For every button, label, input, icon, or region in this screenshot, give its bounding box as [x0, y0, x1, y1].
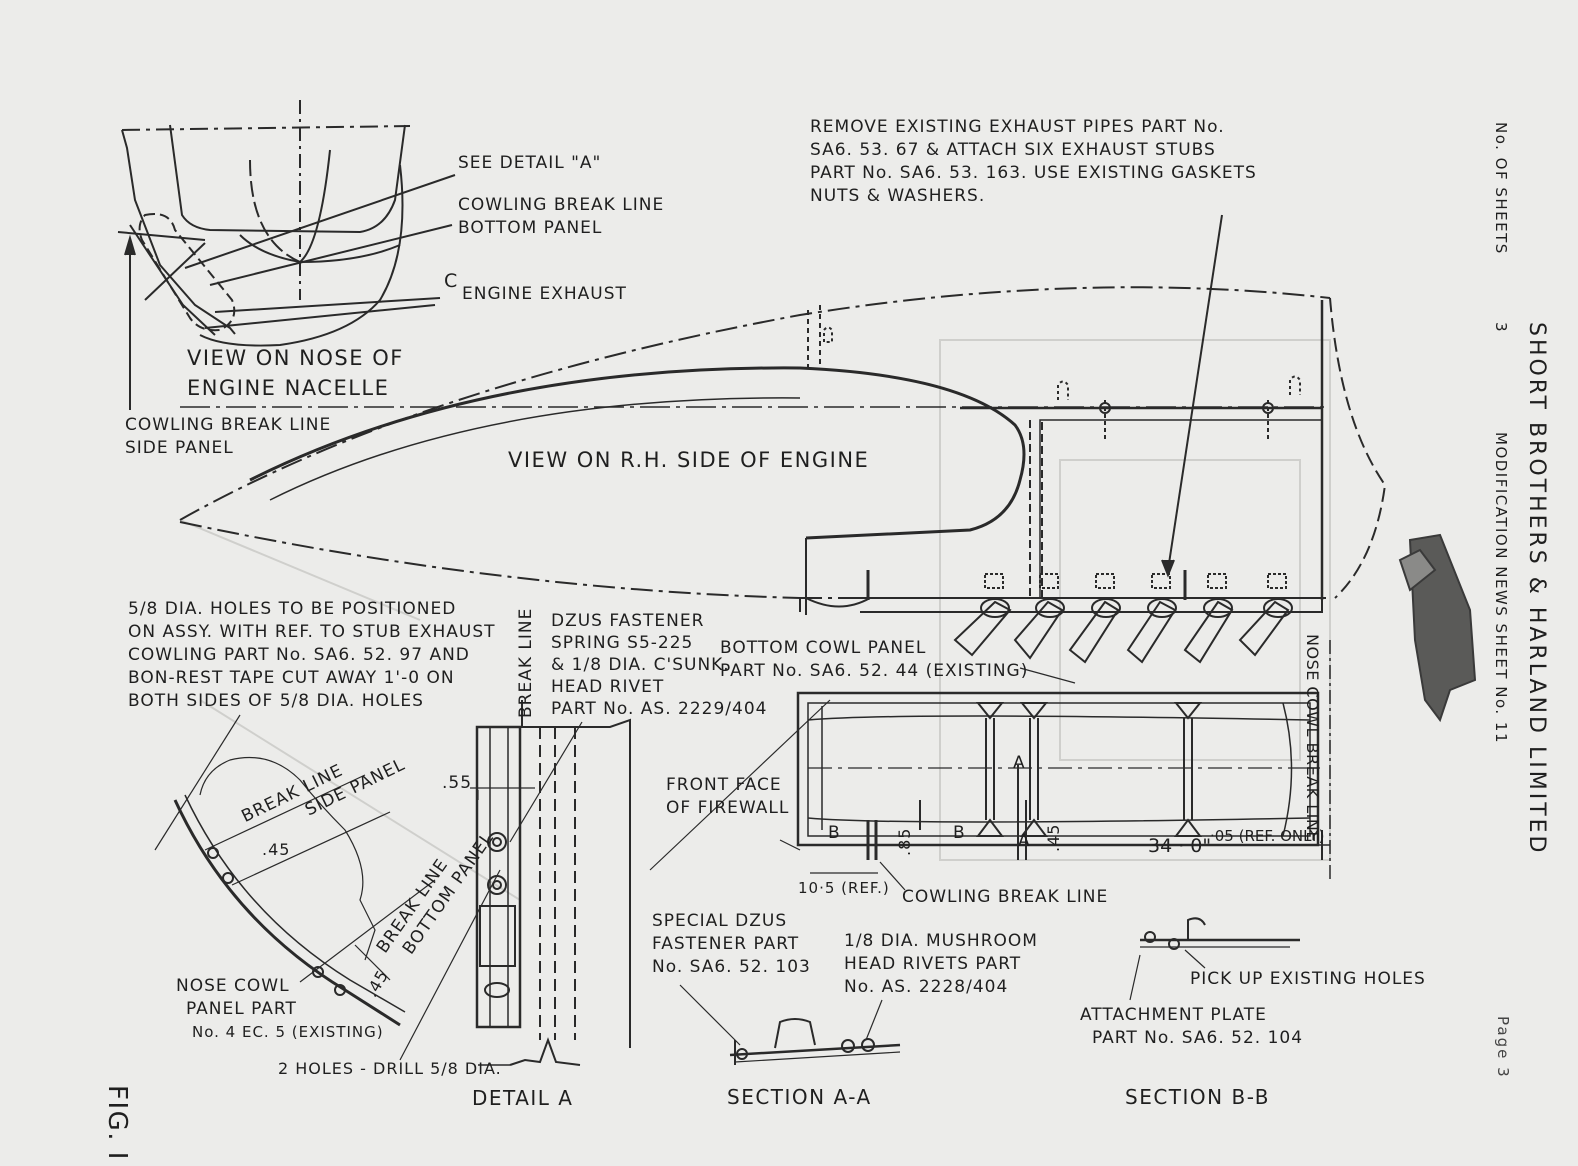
dim-45-c: .45 — [1044, 823, 1063, 852]
section-b-right-marker: B — [953, 823, 966, 843]
figure-label: FIG. I — [102, 1085, 132, 1161]
section-aa-title: SECTION A-A — [727, 1085, 872, 1109]
two-holes-label: 2 HOLES - DRILL 5/8 DIA. — [278, 1059, 502, 1078]
dim-10-5-ref: 10·5 (REF.) — [798, 879, 890, 897]
detail-a — [470, 700, 631, 1066]
dim-05-ref: ·05 (REF. ONLY) — [1210, 827, 1325, 845]
news-sheet-number: MODIFICATION NEWS SHEET No. 11 — [1492, 432, 1510, 744]
bottom-cowl-plan — [649, 640, 1331, 891]
sheets-count-label: No. OF SHEETS — [1492, 122, 1510, 255]
view-nose-title: VIEW ON NOSE OF ENGINE NACELLE — [187, 346, 404, 400]
section-a-a — [679, 984, 901, 1065]
cowling-break-bottom-label: COWLING BREAK LINE BOTTOM PANEL — [458, 195, 665, 238]
cowling-break-line-label: COWLING BREAK LINE — [902, 887, 1109, 907]
nose-nacelle-view — [117, 100, 456, 410]
section-b-left-marker: B — [828, 823, 841, 843]
company-name: SHORT BROTHERS & HARLAND LIMITED — [1524, 322, 1549, 856]
special-dzus-label: SPECIAL DZUS FASTENER PART No. SA6. 52. … — [652, 911, 811, 977]
aircraft-sketch — [1398, 533, 1477, 723]
cowling-break-side-label: COWLING BREAK LINE SIDE PANEL — [125, 415, 332, 458]
mushroom-rivets-label: 1/8 DIA. MUSHROOM HEAD RIVETS PART No. A… — [844, 931, 1038, 997]
rh-side-view — [179, 214, 1387, 664]
sheets-count-value: 3 — [1492, 322, 1510, 333]
engine-exhaust-label: ENGINE EXHAUST — [462, 284, 627, 304]
front-face-label: FRONT FACE OF FIREWALL — [666, 775, 790, 818]
section-b-b — [1129, 917, 1300, 1001]
nose-cowl-break-label: NOSE COWL BREAK LINE — [1303, 634, 1322, 842]
nose-cowl-section — [154, 714, 501, 1061]
pick-up-holes-label: PICK UP EXISTING HOLES — [1190, 969, 1426, 989]
break-line-vertical-label: BREAK LINE — [516, 607, 536, 718]
dzus-fastener-label: DZUS FASTENER SPRING S5-225 & 1/8 DIA. C… — [551, 611, 768, 719]
bottom-cowl-label: BOTTOM COWL PANEL PART No. SA6. 52. 44 (… — [720, 638, 1029, 681]
holes-note: 5/8 DIA. HOLES TO BE POSITIONED ON ASSY.… — [128, 599, 496, 711]
bleed-through — [179, 339, 1331, 901]
page-number: Page 3 — [1494, 1016, 1512, 1079]
dim-55: .55 — [442, 773, 473, 793]
remove-exhaust-note: REMOVE EXISTING EXHAUST PIPES PART No. S… — [810, 117, 1257, 206]
attachment-plate-label: ATTACHMENT PLATE PART No. SA6. 52. 104 — [1080, 1005, 1304, 1048]
see-detail-label: SEE DETAIL "A" — [458, 153, 602, 173]
section-a-low-marker: A — [1018, 831, 1031, 851]
dim-45-a: .45 — [262, 840, 291, 859]
detail-a-title: DETAIL A — [472, 1086, 574, 1110]
dim-34-text: 34 · 0" — [1148, 835, 1211, 857]
view-rh-title: VIEW ON R.H. SIDE OF ENGINE — [508, 448, 870, 472]
exhaust-stubs — [953, 573, 1293, 664]
nose-cowl-panel-label: NOSE COWL PANEL PART No. 4 EC. 5 (EXISTI… — [176, 976, 384, 1041]
section-bb-title: SECTION B-B — [1125, 1085, 1270, 1109]
dim-85: .85 — [895, 827, 914, 856]
centerline-symbol: C — [444, 270, 459, 292]
section-a-mid-marker: A — [1013, 753, 1026, 773]
